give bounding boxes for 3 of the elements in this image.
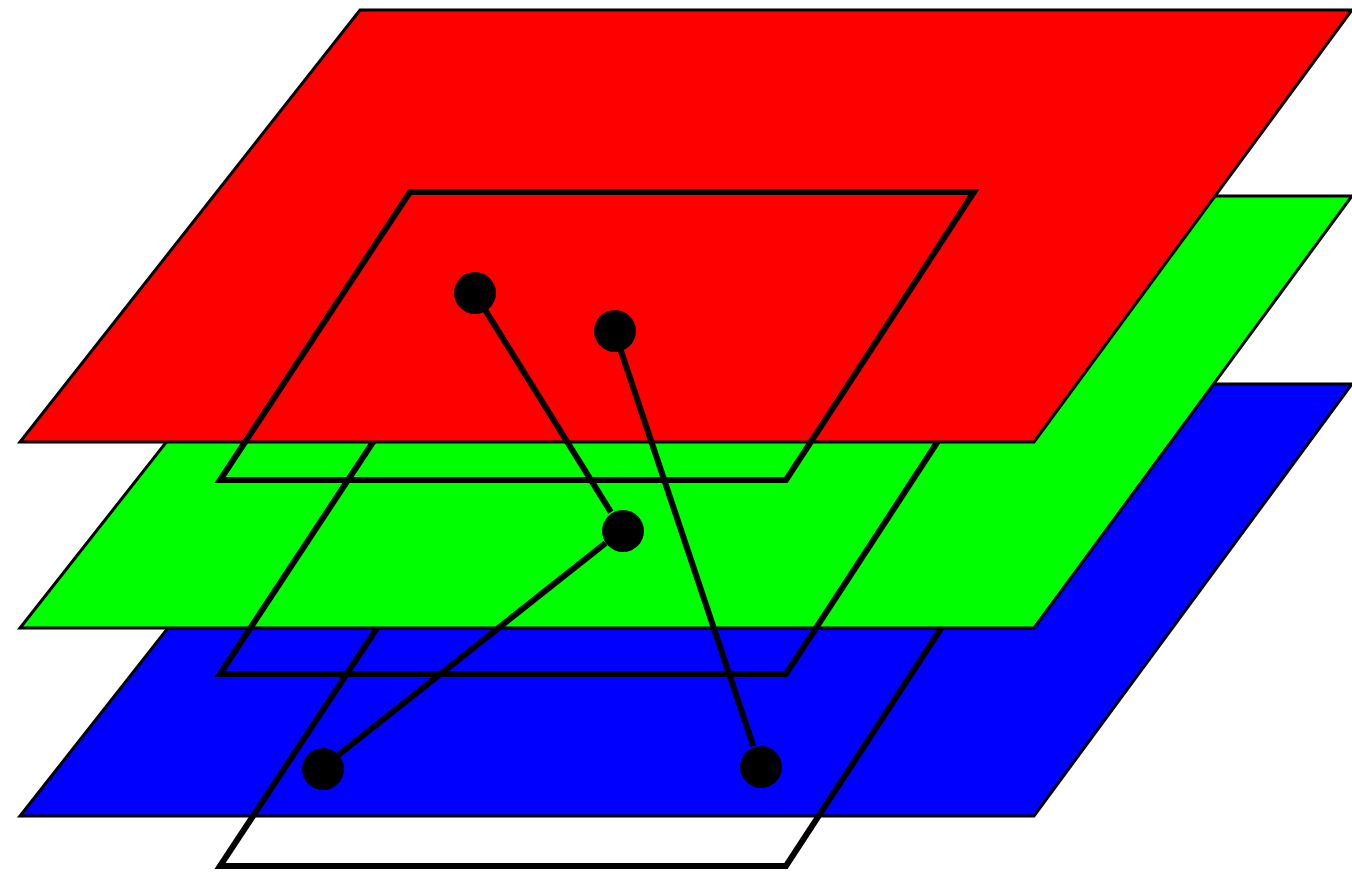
connector-line [482,308,614,514]
connector-line [617,348,757,748]
connector-line [336,540,608,758]
